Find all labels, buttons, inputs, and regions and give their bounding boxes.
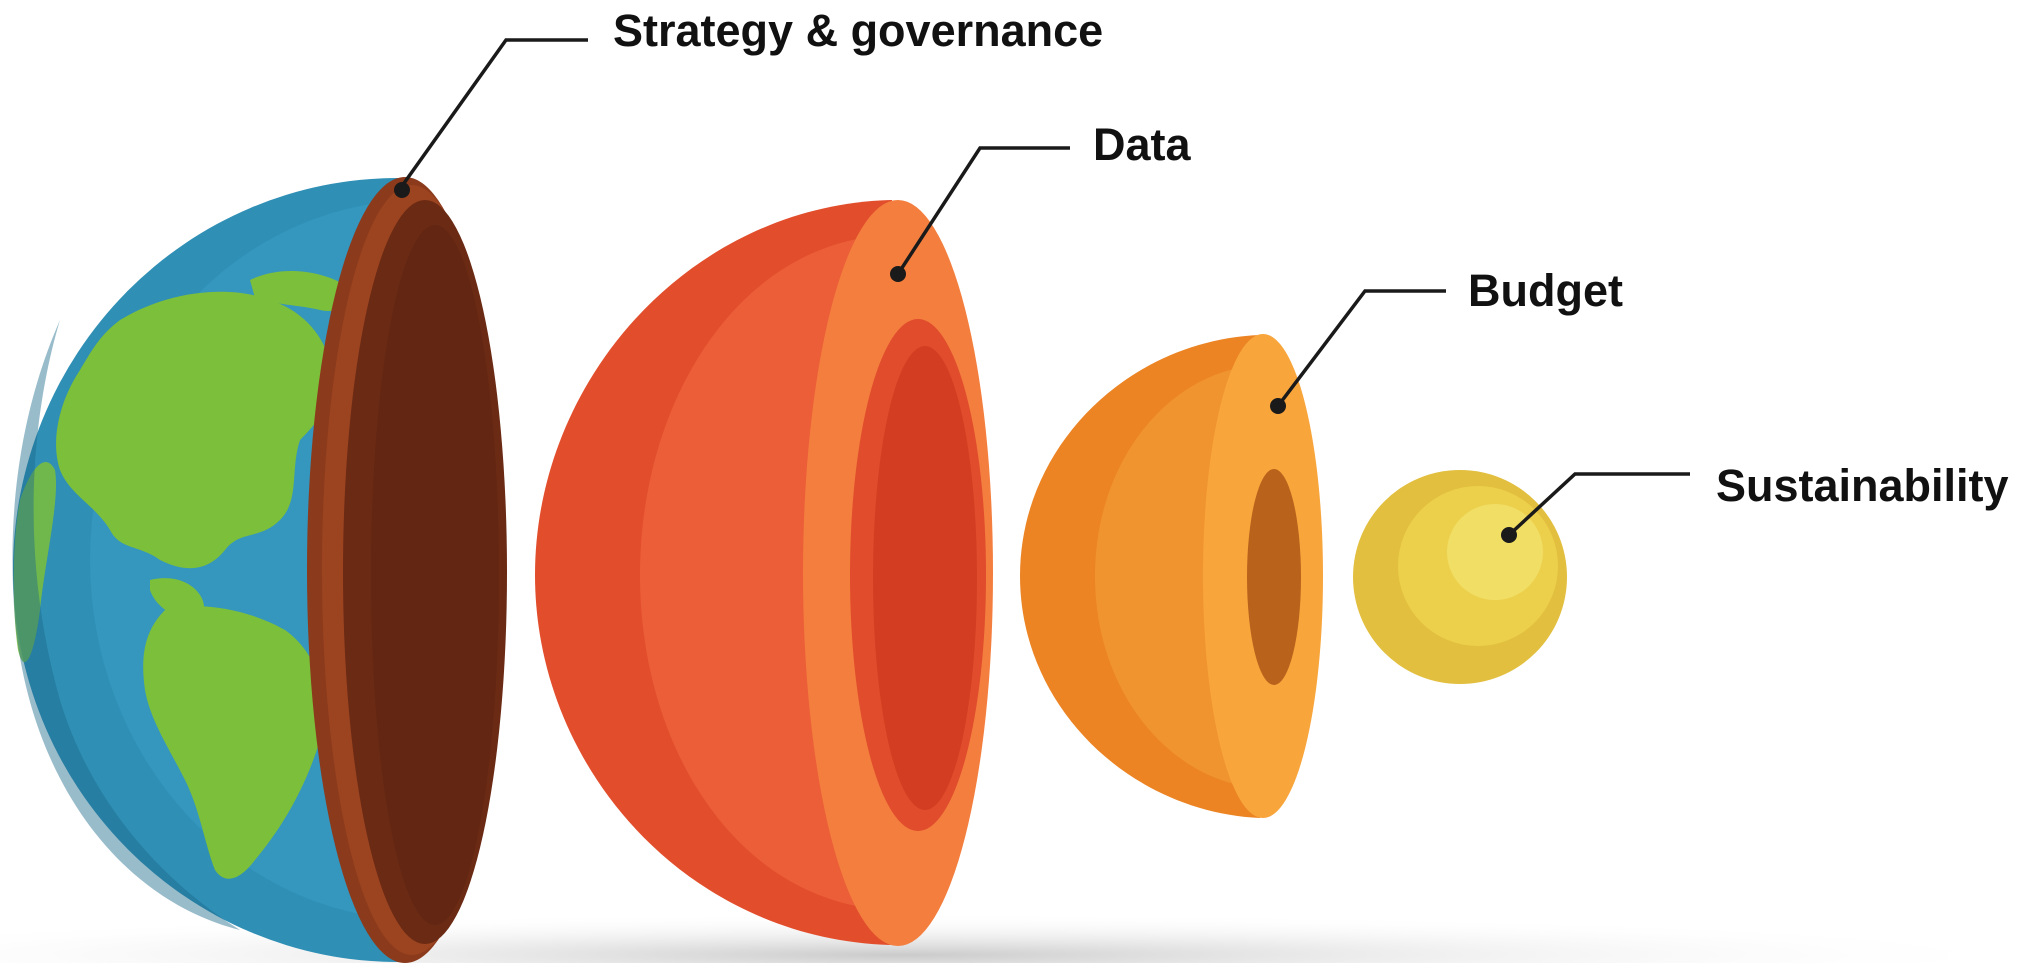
leader-dot-sustainability: [1501, 527, 1517, 543]
label-sustainability: Sustainability: [1716, 460, 2009, 511]
leader-dot-strategy: [394, 182, 410, 198]
label-budget: Budget: [1468, 265, 1623, 316]
leader-line-sustainability: [1507, 472, 1690, 537]
leader-line-strategy: [400, 38, 588, 188]
sustainability-core-sphere: [1353, 470, 1567, 684]
data-cut-inner: [873, 346, 977, 810]
leader-dot-budget: [1270, 398, 1286, 414]
budget-half-sphere: [1020, 334, 1323, 818]
leader-lines: [400, 38, 1690, 537]
leader-dot-data: [890, 266, 906, 282]
budget-cut-inner: [1247, 469, 1301, 685]
earth-half-sphere: [12, 177, 507, 963]
earth-continents: [13, 270, 351, 879]
data-half-sphere: [535, 200, 993, 946]
label-strategy-governance: Strategy & governance: [613, 5, 1104, 56]
leader-line-data: [896, 146, 1070, 275]
leader-line-budget: [1276, 289, 1446, 408]
label-data: Data: [1093, 119, 1191, 170]
floor-shadow: [0, 913, 2044, 963]
